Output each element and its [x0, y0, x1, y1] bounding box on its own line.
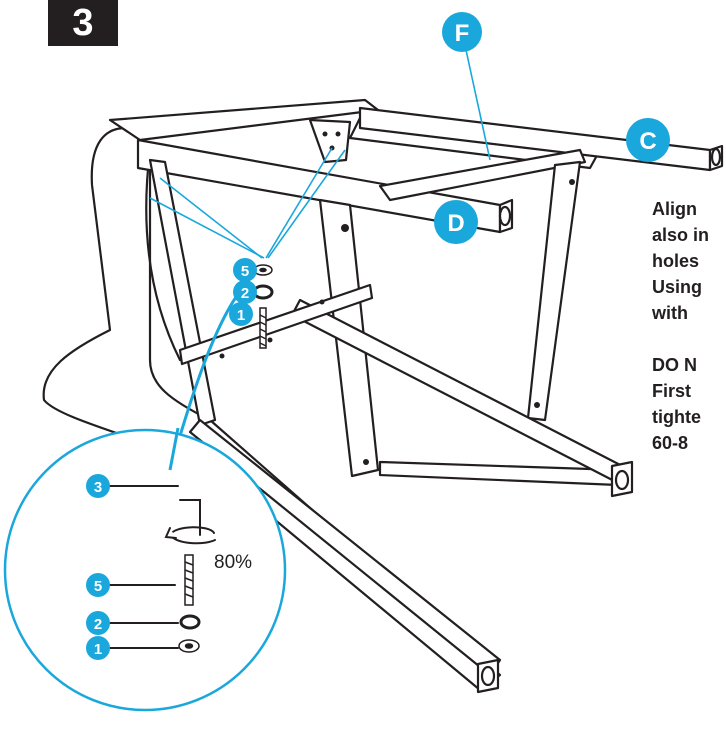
- step-number-badge: 3: [48, 0, 118, 46]
- tighten-percent-label: 80%: [214, 552, 252, 573]
- foot-left: [480, 665, 496, 687]
- cross-rail: [378, 148, 587, 202]
- instruction-line: Using: [652, 277, 703, 297]
- instruction-line: First: [652, 381, 692, 401]
- detail-3-badge: [86, 474, 110, 498]
- rail-c-bolt-hole: [710, 147, 722, 167]
- pointer-washer-3: [265, 147, 333, 259]
- pointer-washer-1: [159, 177, 263, 259]
- instruction-line: holes: [652, 251, 700, 271]
- hardware-2-badge: [233, 280, 257, 304]
- foot-right: [614, 469, 630, 491]
- allen-key: [179, 499, 201, 536]
- detail-5-label: 5: [94, 578, 102, 595]
- hardware-2-label: 2: [241, 285, 249, 302]
- instruction-line: with: [652, 303, 688, 323]
- leg-hole: [363, 459, 369, 465]
- leg-front-right: [526, 160, 582, 422]
- part-f-label: F: [455, 20, 470, 47]
- detail-circle: [3, 428, 287, 712]
- seat-front-bar: [178, 283, 374, 366]
- leg-hole: [534, 402, 540, 408]
- bolt-thread: [259, 314, 267, 347]
- bracket-hole: [322, 131, 328, 137]
- part-d-label: D: [447, 210, 464, 237]
- chair-seat: [42, 127, 502, 692]
- instruction-text: Align also in holes Using with DO N Firs…: [652, 196, 726, 456]
- hardware-5-badge: [233, 258, 257, 282]
- detail-lock-washer: [179, 614, 201, 630]
- detail-circle-neck: [168, 427, 180, 471]
- detail-1-label: 1: [94, 641, 102, 658]
- rotate-arrow-head: [164, 527, 177, 539]
- detail-washer-hole: [184, 643, 194, 649]
- detail-2-label: 2: [94, 616, 102, 633]
- instruction-line: 60-8: [652, 433, 689, 453]
- seat-hole: [319, 299, 325, 305]
- rail-d-bolt-hole: [498, 205, 512, 227]
- detail-5-badge: [86, 573, 110, 597]
- detail-3-label: 3: [94, 479, 102, 496]
- part-c-badge: [626, 118, 670, 162]
- pointer-washer-2: [149, 197, 265, 259]
- hardware-5-label: 5: [241, 263, 249, 280]
- hardware-1-badge: [229, 302, 253, 326]
- bracket-hole: [335, 131, 341, 137]
- hardware-1-label: 1: [237, 307, 245, 324]
- seat-hole: [219, 353, 225, 359]
- leg-hole: [569, 179, 575, 185]
- seat-hole: [267, 337, 273, 343]
- part-d-badge: [434, 200, 478, 244]
- instruction-line: also in: [652, 225, 710, 245]
- part-f-badge: [442, 12, 482, 52]
- part-c-label: C: [639, 128, 656, 155]
- instruction-line: tighte: [652, 407, 701, 427]
- paragraph-gap: [652, 326, 726, 352]
- chair-seat-inner: [145, 148, 182, 362]
- washer-hole: [259, 267, 267, 273]
- corner-bracket: [308, 118, 352, 164]
- detail-1-badge: [86, 636, 110, 660]
- detail-2-badge: [86, 611, 110, 635]
- pointer-f: [465, 49, 491, 161]
- bolt-part: [259, 307, 267, 349]
- instruction-line: DO N: [652, 355, 697, 375]
- leg-hole: [341, 224, 349, 232]
- pointer-washer-4: [267, 149, 346, 259]
- instruction-line: Align: [652, 199, 697, 219]
- detail-bolt-thread: [184, 561, 194, 598]
